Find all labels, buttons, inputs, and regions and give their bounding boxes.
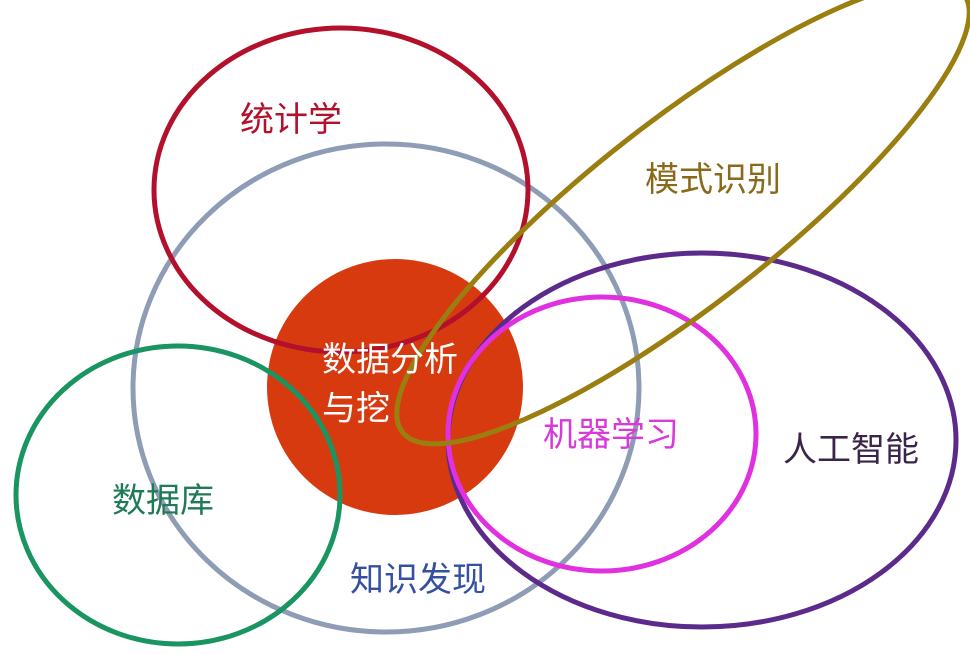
artificial-intelligence-label: 人工智能 [783, 430, 919, 470]
data-mining-label-line2: 与挖 [322, 389, 390, 429]
database-circle [13, 343, 343, 647]
statistics-label: 统计学 [240, 100, 342, 140]
machine-learning-label: 机器学习 [543, 415, 679, 455]
database-label: 数据库 [112, 481, 214, 521]
machine-learning-ellipse [445, 294, 759, 574]
pattern-recognition-ellipse [394, 0, 970, 447]
knowledge-discovery-label: 知识发现 [350, 560, 486, 600]
knowledge-discovery-circle [130, 141, 642, 635]
data-mining-core [267, 259, 523, 515]
pattern-recognition-label: 模式识别 [645, 160, 781, 200]
statistics-circle [151, 25, 531, 355]
data-mining-label-line1: 数据分析 [322, 340, 458, 380]
